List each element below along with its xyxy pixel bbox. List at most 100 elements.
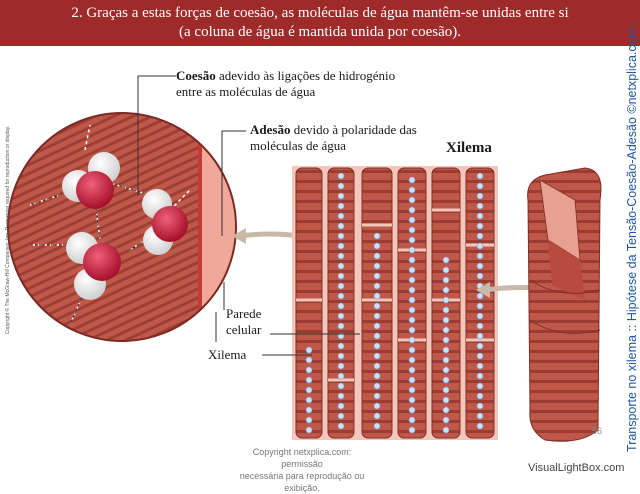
water-droplet [373,232,381,240]
water-droplet [305,376,313,384]
label-adesao-text: devido à polaridade das [290,122,417,137]
water-droplet [408,306,416,314]
water-droplet [476,232,484,240]
water-droplet [476,202,484,210]
water-droplet [442,286,450,294]
water-droplet [373,362,381,370]
water-droplet [373,252,381,260]
water-droplet [442,276,450,284]
water-droplet [373,302,381,310]
water-droplet [476,332,484,340]
water-droplet [442,416,450,424]
water-droplet [337,212,345,220]
water-droplet [476,212,484,220]
water-droplet [337,382,345,390]
water-droplet [373,342,381,350]
water-droplet [373,422,381,430]
water-droplet [408,246,416,254]
water-droplet [476,392,484,400]
water-droplet [442,316,450,324]
water-droplet [476,342,484,350]
xilema-title: Xilema [446,140,492,156]
water-droplet [408,296,416,304]
header-line-2: (a coluna de água é mantida unida por co… [179,24,461,40]
header-line-1: 2. Graças a estas forças de coesão, as m… [71,5,569,21]
bottom-copyright: Copyright netxplica.com: permissão neces… [232,446,372,494]
water-droplet [305,416,313,424]
water-droplet [337,242,345,250]
water-droplet [476,382,484,390]
water-droplet [337,312,345,320]
water-droplet [408,206,416,214]
water-droplet [442,336,450,344]
water-droplet [476,362,484,370]
water-droplet [305,366,313,374]
water-droplet [442,376,450,384]
water-droplet [442,306,450,314]
water-droplet [305,356,313,364]
water-droplet [337,272,345,280]
water-droplet [373,282,381,290]
water-droplet [337,192,345,200]
water-droplet [305,396,313,404]
water-droplet [373,242,381,250]
water-droplet [476,252,484,260]
water-droplet [476,402,484,410]
label-coesao: Coesão adevido às ligações de hidrogénio… [176,68,395,100]
water-droplet [442,396,450,404]
water-droplet [337,412,345,420]
water-droplet [408,186,416,194]
water-droplet [337,392,345,400]
water-droplet [442,366,450,374]
water-droplet [408,376,416,384]
water-droplet [408,356,416,364]
label-adesao-term: Adesão [250,122,291,137]
side-copyright: Copyright © The McGraw-Hill Companies, I… [5,125,11,335]
water-droplet [305,386,313,394]
water-droplet [305,406,313,414]
water-droplet [408,216,416,224]
label-parede-1: Parede [226,306,262,321]
water-droplet [476,192,484,200]
water-droplet [373,332,381,340]
water-droplet [337,172,345,180]
water-droplet [408,346,416,354]
water-droplet [373,292,381,300]
water-droplet [408,426,416,434]
water-droplet [442,346,450,354]
watermark: VisualLightBox.com [528,462,625,474]
bottom-copyright-2: necessária para reprodução ou exibição. [239,471,365,493]
magnified-view [7,112,237,342]
water-droplet [442,406,450,414]
label-xilema: Xilema [208,347,247,362]
water-droplet [408,316,416,324]
leader-lines [137,75,360,356]
water-droplet [337,322,345,330]
water-droplet [337,302,345,310]
label-parede-celular: Parede celular [226,306,261,338]
water-droplet [373,392,381,400]
water-droplet [408,286,416,294]
water-droplet [337,372,345,380]
water-droplet [476,412,484,420]
water-droplet [476,242,484,250]
water-droplet [476,322,484,330]
water-droplet [476,372,484,380]
water-molecule-1 [62,152,120,209]
label-adesao: Adesão devido à polaridade das moléculas… [250,122,417,154]
label-parede-2: celular [226,322,262,337]
water-droplet [408,386,416,394]
diagram-artwork [7,75,602,442]
water-droplet [442,296,450,304]
water-droplet [305,426,313,434]
label-adesao-text2: moléculas de água [250,138,347,153]
water-droplet [305,346,313,354]
water-droplet [476,182,484,190]
water-droplet [373,402,381,410]
water-droplet [337,342,345,350]
water-droplet [408,416,416,424]
water-droplet [408,366,416,374]
water-droplet [337,202,345,210]
water-droplet [408,266,416,274]
water-droplet [337,352,345,360]
